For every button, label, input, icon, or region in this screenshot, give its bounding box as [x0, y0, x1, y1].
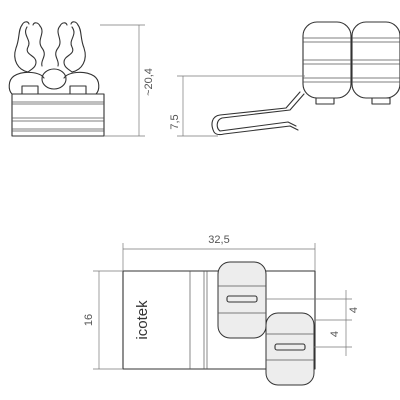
side-spring-sheet [211, 91, 301, 136]
front-spring-wire-left-inner [39, 25, 45, 67]
top-roll-upper [217, 261, 267, 339]
side-view: 7,5 [169, 21, 400, 137]
front-cable-loop [41, 68, 67, 90]
front-spring-wire-right [63, 24, 86, 73]
front-nub-left [21, 85, 39, 95]
top-width-label: 16 [83, 314, 95, 326]
side-spring-sheet-inner [216, 93, 305, 132]
front-spring-wire-left [14, 24, 37, 73]
front-spring-tip-right [70, 21, 79, 26]
top-roll-lower-slot [274, 343, 306, 351]
front-base-block [11, 93, 105, 137]
top-view: icotek 32,5 16 4 4 [83, 234, 360, 386]
front-height-label: ~20,4 [143, 68, 155, 96]
front-outer-frame [8, 71, 100, 95]
side-foot-right [371, 97, 391, 105]
top-roll-lower [265, 312, 315, 386]
front-spring-tip-mid-right [59, 22, 68, 27]
top-offset-lower-label: 4 [329, 331, 341, 337]
top-roll-upper-slot [226, 295, 258, 303]
side-height-label: 7,5 [169, 114, 181, 129]
brand-logo: icotek [134, 300, 151, 340]
front-spring-tip-mid-left [32, 22, 41, 27]
front-spring-wire-right-inner [55, 25, 61, 67]
top-offset-upper-label: 4 [348, 307, 360, 313]
side-foot-left [315, 97, 335, 105]
front-view: ~20,4 [8, 21, 155, 137]
front-spring-tip-left [21, 21, 30, 26]
top-length-label: 32,5 [208, 234, 229, 246]
front-nub-right [69, 85, 87, 95]
